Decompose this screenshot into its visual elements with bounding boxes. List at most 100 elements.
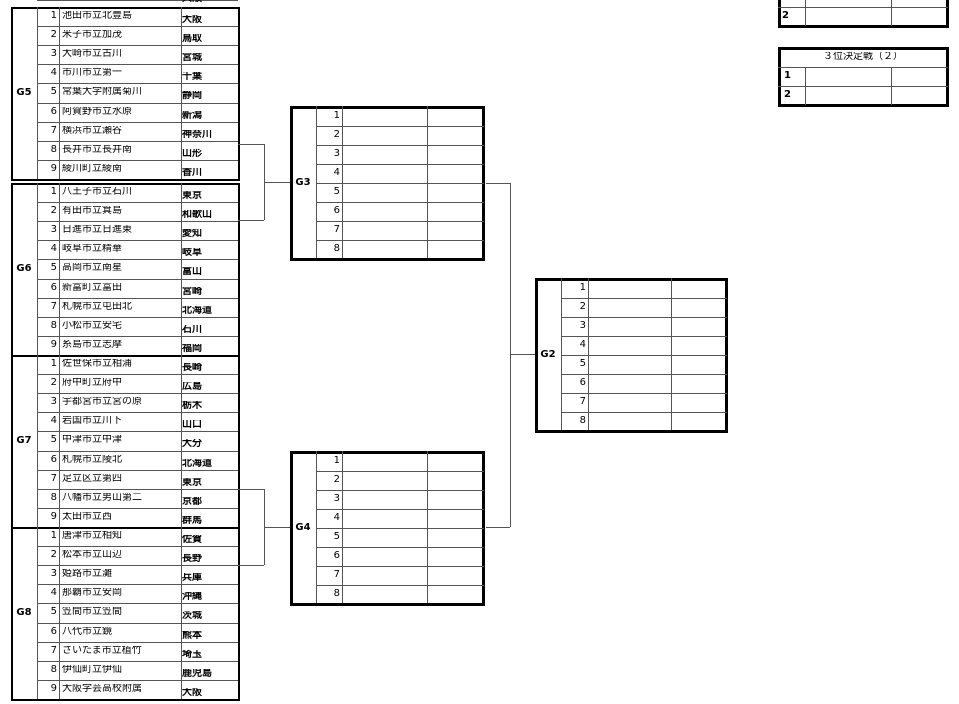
prefecture: 富山 [182,267,202,278]
result-slot[interactable] [671,317,727,336]
row-line [37,259,238,261]
team-slot[interactable] [342,164,427,183]
school-name: 岐阜市立精華 [62,244,122,255]
team-slot[interactable] [342,202,427,221]
prefecture: 京都 [182,496,202,507]
seed-number: 4 [579,340,586,350]
bracket-line [510,183,511,527]
team-slot[interactable] [342,585,427,604]
result-slot[interactable] [427,528,484,547]
team-slot[interactable] [588,279,671,298]
row-line [37,469,238,471]
prefecture: 愛知 [182,229,202,240]
seed-number: 2 [579,302,586,312]
team-slot[interactable] [805,67,891,86]
result-slot[interactable] [671,336,727,355]
school-name: 新富町立富田 [62,282,122,293]
seed-number: 4 [333,168,340,178]
team-slot[interactable] [342,509,427,528]
seed-number: 8 [50,492,57,503]
result-slot[interactable] [427,221,484,240]
team-slot[interactable] [342,547,427,566]
result-slot[interactable] [891,86,948,105]
team-slot[interactable] [342,145,427,164]
row-line [37,412,238,414]
row-line [778,86,948,87]
team-slot[interactable] [342,126,427,145]
prefecture: 千葉 [182,72,202,83]
result-slot[interactable] [671,412,727,431]
result-slot[interactable] [671,393,727,412]
result-slot[interactable] [427,452,484,471]
result-slot[interactable] [427,547,484,566]
result-slot[interactable] [671,374,727,393]
result-slot[interactable] [427,585,484,604]
result-slot[interactable] [427,566,484,585]
result-slot[interactable] [427,107,484,126]
result-slot[interactable] [427,490,484,509]
school-name: 足立区立第四 [62,473,122,484]
school-name: 札幌市立陵北 [62,454,122,465]
team-slot[interactable] [805,86,891,105]
prefecture: 鹿児島 [182,668,212,679]
col-divider [891,0,892,26]
team-slot[interactable] [342,107,427,126]
row-line [37,584,238,586]
row-line [778,67,948,68]
team-slot[interactable] [588,393,671,412]
result-slot[interactable] [427,240,484,259]
school-name: 太田市立西 [62,511,112,522]
row-line [316,509,484,510]
team-slot[interactable] [342,528,427,547]
team-slot[interactable] [588,412,671,431]
result-slot[interactable] [671,279,727,298]
seed-number: 2 [50,378,57,389]
school-name: 笠間市立笠間 [62,607,122,618]
result-slot[interactable] [427,183,484,202]
team-slot[interactable] [342,566,427,585]
seed-number: 9 [50,163,57,174]
row-line [561,317,727,318]
result-slot[interactable] [427,164,484,183]
table-title: ３位決定戦（２） [823,52,903,62]
prefecture: 福岡 [182,343,202,354]
row-line [561,374,727,375]
team-slot[interactable] [588,336,671,355]
team-slot[interactable] [342,471,427,490]
result-slot[interactable] [427,126,484,145]
result-slot[interactable] [671,298,727,317]
prefecture: 静岡 [182,91,202,102]
row-line [37,297,238,299]
school-name: 八幡市立男山第二 [62,492,142,503]
team-slot[interactable] [342,240,427,259]
row-line [561,393,727,394]
result-slot[interactable] [891,67,948,86]
group-label: G2 [540,349,556,360]
group-label: G6 [16,262,32,274]
seed-number: 4 [50,416,57,427]
col-divider [59,183,60,355]
result-slot[interactable] [427,509,484,528]
team-slot[interactable] [588,374,671,393]
row-line [37,64,238,66]
prefecture: 岐阜 [182,248,202,259]
team-slot[interactable] [588,355,671,374]
result-slot[interactable] [427,202,484,221]
team-slot[interactable] [588,298,671,317]
result-slot[interactable] [671,355,727,374]
seed-number: 4 [50,68,57,79]
team-slot[interactable] [342,183,427,202]
team-slot[interactable] [342,452,427,471]
seed-number: 5 [333,187,340,197]
row-line [316,240,484,241]
result-slot[interactable] [427,145,484,164]
seed-number: 7 [333,225,340,235]
team-slot[interactable] [588,317,671,336]
row-line [37,121,238,123]
team-slot[interactable] [342,490,427,509]
team-slot[interactable] [342,221,427,240]
seed-number: 8 [50,144,57,155]
prefecture: 大阪 [182,687,202,698]
school-name: 糸島市立志摩 [62,339,122,350]
result-slot[interactable] [427,471,484,490]
